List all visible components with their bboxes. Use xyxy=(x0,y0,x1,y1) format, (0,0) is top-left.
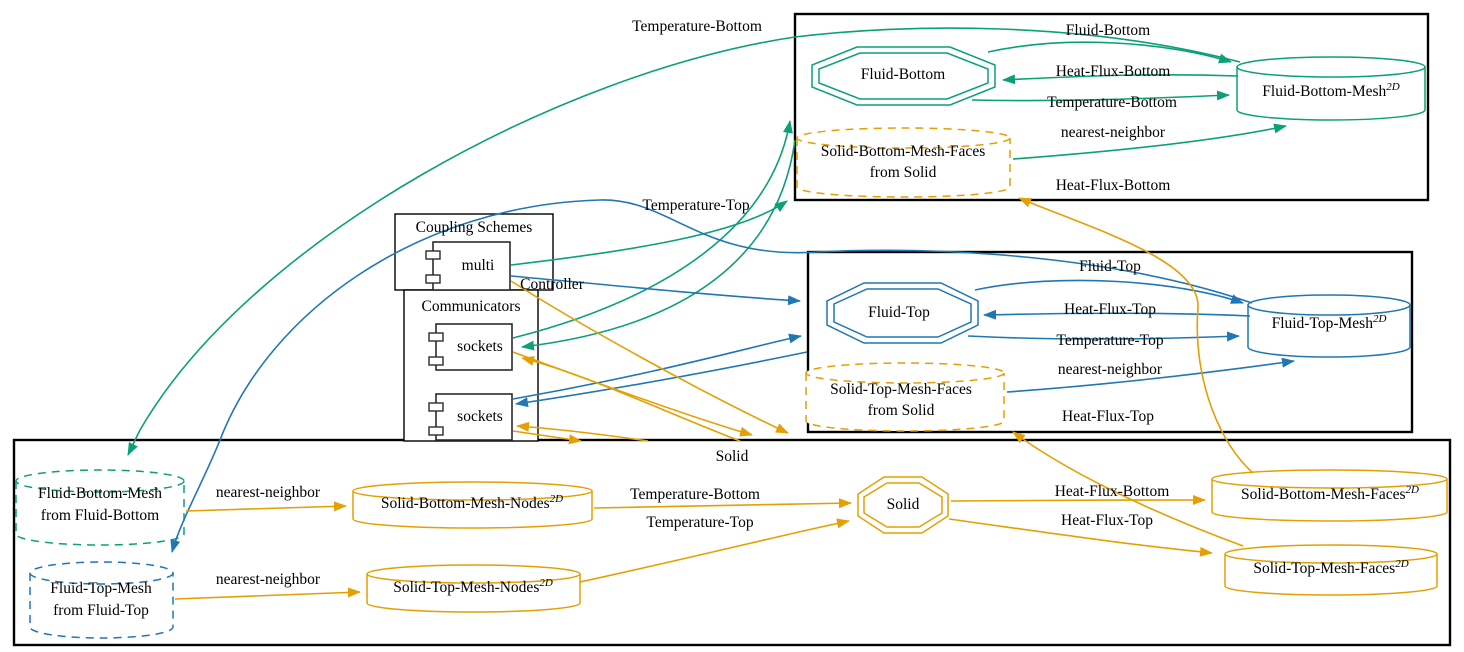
edge-sockets1-to-solid xyxy=(512,351,753,437)
edge-fluid-bottom-write-temperature xyxy=(971,90,1230,102)
edge-fluid-bottom-mapping xyxy=(1012,123,1287,160)
solid-cluster-box xyxy=(12,438,1452,647)
label-fb-write-temperature: Temperature-Bottom xyxy=(1047,94,1177,111)
sockets1-component xyxy=(428,323,513,371)
edge-sockets2-to-solid xyxy=(512,430,582,445)
edge-exchange-heat-flux-bottom xyxy=(1018,197,1254,474)
edge-exchange-heat-flux-top xyxy=(1012,431,1244,547)
received-ftm-label-line2: from Fluid-Top xyxy=(53,602,149,619)
label-ft-write-temperature: Temperature-Top xyxy=(1056,332,1164,349)
solid-top-mesh-nodes-label: Solid-Top-Mesh-Nodes2D xyxy=(393,576,553,596)
label-solid-mapping-bottom: nearest-neighbor xyxy=(215,484,321,501)
edge-solid-mapping-bottom xyxy=(185,501,347,512)
received-fluid-top-mesh-cylinder xyxy=(29,561,174,639)
fluid-top-cluster-title: Fluid-Top xyxy=(1079,258,1141,275)
received-fbm-label-line2: from Fluid-Bottom xyxy=(40,507,160,524)
edge-solid-write-heat-flux-top xyxy=(948,518,1213,557)
communicators-title: Communicators xyxy=(421,298,521,315)
solid-octagon xyxy=(857,476,949,534)
sockets2-label: sockets xyxy=(457,408,503,425)
fluid-top-mesh-cylinder xyxy=(1247,294,1411,358)
multi-label: multi xyxy=(461,257,495,274)
received-solid-bottom-mesh-faces-cylinder xyxy=(796,127,1011,198)
solid-top-mesh-nodes-cylinder xyxy=(366,564,581,613)
fluid-bottom-octagon xyxy=(811,46,996,106)
edge-solid-read-temperature-top xyxy=(579,518,850,583)
label-solid-write-heat-flux-bottom: Heat-Flux-Bottom xyxy=(1054,483,1170,500)
sockets2-component xyxy=(428,393,513,441)
fluid-bottom-cluster-box xyxy=(793,12,1430,202)
received-stmf-label-line1: Solid-Top-Mesh-Faces xyxy=(830,381,972,398)
label-controller: Controller xyxy=(520,276,584,293)
edge-fluid-top-mapping xyxy=(1006,357,1295,393)
multi-component xyxy=(425,241,511,291)
edge-fluid-top-read-heat-flux xyxy=(983,309,1251,320)
solid-bottom-mesh-faces-cylinder xyxy=(1211,469,1448,522)
solid-bottom-mesh-nodes-cylinder xyxy=(352,481,593,529)
edge-sockets1-to-fluid-bottom xyxy=(512,120,793,339)
edge-multi-to-fluid-top xyxy=(510,275,801,306)
fluid-top-mesh-label: Fluid-Top-Mesh2D xyxy=(1271,312,1387,332)
label-ft-exchange-heat-flux: Heat-Flux-Top xyxy=(1062,408,1154,425)
fluid-top-cluster-box xyxy=(806,250,1414,434)
solid-cluster-title: Solid xyxy=(715,448,749,465)
label-ft-mapping: nearest-neighbor xyxy=(1057,361,1163,378)
received-stmf-label-line2: from Solid xyxy=(867,402,935,419)
solid-bottom-mesh-faces-label: Solid-Bottom-Mesh-Faces2D xyxy=(1241,483,1419,503)
fluid-bottom-participant-label: Fluid-Bottom xyxy=(860,66,946,83)
edge-fluid-bottom-provide-mesh xyxy=(987,41,1232,64)
fluid-bottom-mesh-label: Fluid-Bottom-Mesh2D xyxy=(1262,80,1400,100)
solid-top-mesh-faces-cylinder xyxy=(1224,544,1438,596)
edge-fluid-bottom-read-heat-flux xyxy=(1002,73,1239,85)
received-sbmf-label-line2: from Solid xyxy=(869,164,937,181)
label-solid-read-temperature-top: Temperature-Top xyxy=(646,514,754,531)
edge-solid-mapping-top xyxy=(174,587,361,600)
edge-solid-read-temperature-bottom xyxy=(593,498,852,509)
edge-solid-to-sockets1 xyxy=(521,356,741,442)
edge-multi-to-solid-controller xyxy=(510,280,789,434)
solid-bottom-mesh-nodes-label: Solid-Bottom-Mesh-Nodes2D xyxy=(380,492,564,512)
edge-solid-to-sockets2 xyxy=(516,421,649,442)
edge-exchange-temperature-bottom xyxy=(127,27,1241,456)
solid-participant-label: Solid xyxy=(886,496,920,513)
edge-exchange-temperature-top xyxy=(170,199,1253,553)
received-solid-top-mesh-faces-cylinder xyxy=(805,362,1005,432)
label-exchange-temperature-bottom: Temperature-Bottom xyxy=(632,18,762,35)
edge-multi-to-fluid-bottom xyxy=(510,200,788,266)
label-fb-mapping: nearest-neighbor xyxy=(1060,124,1166,141)
edge-sockets2-to-fluid-top xyxy=(512,333,802,400)
fluid-top-octagon xyxy=(826,282,979,344)
edge-fluid-top-write-temperature xyxy=(967,331,1240,342)
fluid-top-participant-label: Fluid-Top xyxy=(868,304,930,321)
fluid-bottom-cluster-title: Fluid-Bottom xyxy=(1065,22,1151,39)
coupling-schemes-title: Coupling Schemes xyxy=(415,219,533,236)
label-ft-read-heat-flux: Heat-Flux-Top xyxy=(1064,301,1156,318)
edge-solid-write-heat-flux-bottom xyxy=(950,495,1206,506)
fluid-bottom-mesh-cylinder xyxy=(1236,56,1426,121)
sockets1-label: sockets xyxy=(457,338,503,355)
label-exchange-temperature-top: Temperature-Top xyxy=(642,197,750,214)
label-solid-read-temperature-bottom: Temperature-Bottom xyxy=(630,486,760,503)
received-ftm-label-line1: Fluid-Top-Mesh xyxy=(50,580,152,597)
received-fbm-label-line1: Fluid-Bottom-Mesh xyxy=(37,485,163,502)
label-solid-write-heat-flux-top: Heat-Flux-Top xyxy=(1061,512,1153,529)
received-sbmf-label-line1: Solid-Bottom-Mesh-Faces xyxy=(820,143,986,160)
label-fb-read-heat-flux: Heat-Flux-Bottom xyxy=(1055,63,1171,80)
edge-fluid-bottom-to-sockets1 xyxy=(521,139,796,351)
edge-fluid-top-provide-mesh xyxy=(974,279,1244,304)
solid-top-mesh-faces-label: Solid-Top-Mesh-Faces2D xyxy=(1253,557,1409,577)
label-solid-mapping-top: nearest-neighbor xyxy=(215,571,321,588)
edge-fluid-top-to-sockets2 xyxy=(515,351,808,408)
label-fb-exchange-heat-flux: Heat-Flux-Bottom xyxy=(1055,177,1171,194)
